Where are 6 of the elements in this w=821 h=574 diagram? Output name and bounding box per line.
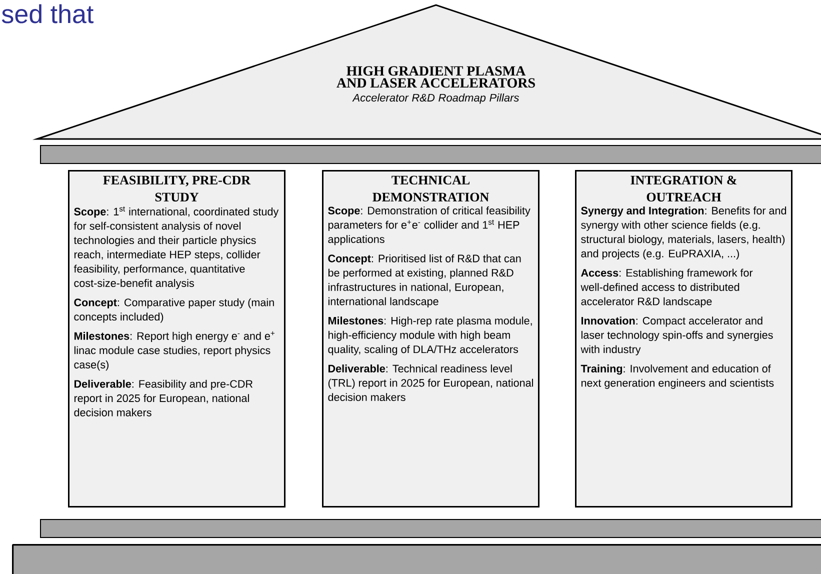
pillar-box: INTEGRATION & OUTREACH Synergy and Integration: Benefits for and synergy with other science fields (e.g. structural biology, materials, lasers, health) and projects (e.g. EuPRAXIA, ...) Access: Establishing framework for well-defined access to distributed accelerator R&D landscape Innovation: Compact accelerator and laser technology spin-offs and synergies with industry Training: Involvement and education of next generation engineers and scientists (575, 170, 792, 508)
beam (40, 145, 821, 164)
pillar-box: TECHNICAL DEMONSTRATION Scope: Demonstration of critical feasibility parameters for e$^{+}$e$^{-}$ collider and 1$^{st}$ HEP applications Concept: Prioritised list of R&D that can be performed at existing, planned R&D infrastructures in national, European, international landscape Milestones: High-rep rate plasma module, high-efficiency module with high beam quality, scaling of DLA/THz accelerators Deliverable: Technical readiness level (TRL) report in 2025 for European, national decision makers (322, 170, 540, 508)
pillar-box: FEASIBILITY, PRE-CDR STUDY Scope: 1$^{st}$ international, coordinated study for self-consistent analysis of novel technologies and their particle physics reach, intermediate HEP steps, collider feasibility, performance, quantitative cost-size-benefit analysis Concept: Comparative paper study (main concepts included) Milestones: Report high energy e$^{-}$ and e$^{+}$ linac module case studies, report physics case(s) Deliverable: Feasibility and pre-CDR report in 2025 for European, national decision makers (68, 170, 286, 508)
base-block (12, 544, 821, 574)
beam (40, 519, 821, 538)
